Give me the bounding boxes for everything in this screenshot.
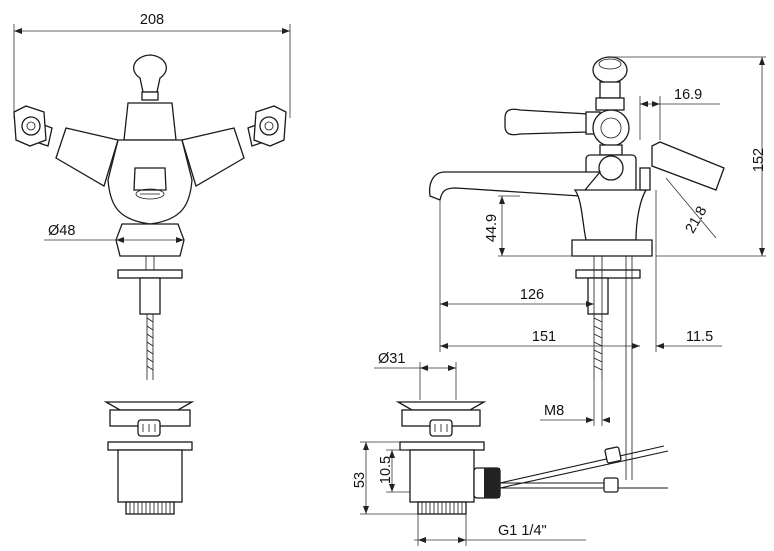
- top-knob: [133, 54, 167, 93]
- aerator: [135, 188, 165, 200]
- side-view: 152 16.9 21.8 44.9 126 1: [352, 56, 767, 546]
- mounting-nut: [139, 277, 161, 315]
- front-view: 208 Ø48: [13, 12, 291, 515]
- dim-spout-reach: 126: [520, 287, 544, 303]
- dim-waste-diameter: Ø31: [378, 351, 405, 367]
- side-valve-head: [592, 109, 630, 147]
- side-waste-flange: [395, 401, 487, 411]
- dim-waste-thread: G1 1/4": [498, 523, 547, 539]
- dim-overall-height: 152: [751, 148, 767, 172]
- mounting-washer: [117, 269, 183, 279]
- side-lever-handle: [504, 108, 589, 136]
- popup-knob: [651, 141, 725, 191]
- waste-flange: [103, 401, 195, 411]
- side-base: [571, 239, 653, 257]
- knob-collar: [141, 91, 159, 101]
- spout-outlet: [133, 167, 167, 191]
- dim-lever-length: 21.8: [683, 204, 711, 236]
- dim-spout-offset: 16.9: [674, 87, 702, 103]
- waste-body: [117, 449, 183, 503]
- central-column: [123, 102, 177, 141]
- dim-overall-width: 208: [140, 12, 164, 28]
- right-arm: [181, 127, 245, 187]
- threaded-rod: [146, 314, 154, 380]
- dim-spout-height: 44.9: [484, 214, 500, 242]
- side-waste-body: [409, 449, 475, 503]
- dim-rear-offset: 11.5: [686, 329, 713, 345]
- side-top-knob: [592, 56, 628, 84]
- waste-washer: [107, 441, 193, 451]
- dim-thread-size: M8: [544, 403, 564, 419]
- side-body: [573, 189, 648, 241]
- dim-base-diameter: Ø48: [48, 223, 75, 239]
- dim-waste-height: 53: [352, 472, 368, 488]
- left-arm: [55, 127, 119, 187]
- dim-total-depth: 151: [532, 329, 556, 345]
- dim-waste-offset: 10.5: [378, 456, 394, 484]
